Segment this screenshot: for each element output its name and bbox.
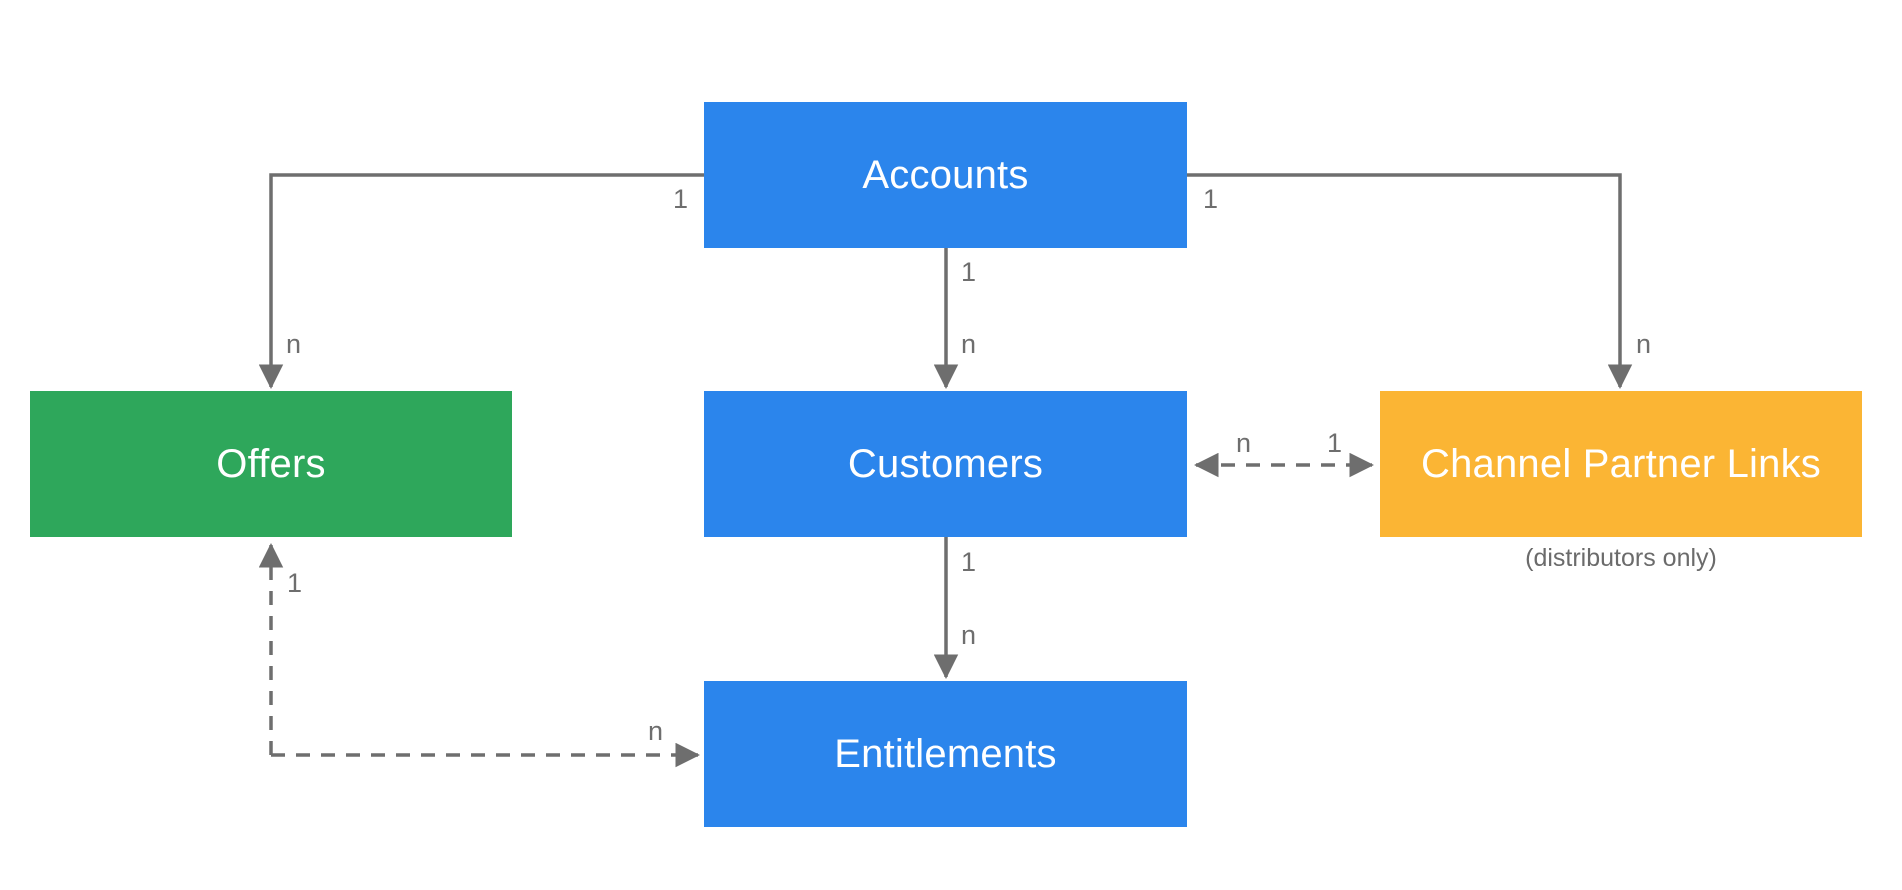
edge-label-customers-entitlements-many: n [961,620,977,650]
edge-accounts-cplinks [1187,173,1633,389]
node-entitlements[interactable]: Entitlements [704,681,1187,827]
node-accounts[interactable]: Accounts [704,102,1187,248]
node-offers[interactable]: Offers [30,391,512,537]
node-channel-partner-links-label: Channel Partner Links [1421,442,1821,486]
edge-label-accounts-offers-many: n [286,329,302,359]
node-customers-label: Customers [847,442,1044,486]
edge-accounts-offers [258,173,704,389]
edge-label-accounts-customers-many: n [961,329,977,359]
edge-label-accounts-cplinks-many: n [1636,329,1652,359]
node-entitlements-label: Entitlements [834,732,1057,776]
edge-label-customers-cplinks-one: 1 [1327,428,1343,458]
edge-label-accounts-cplinks-one: 1 [1203,184,1219,214]
edge-label-offers-entitlements-many: n [648,716,664,746]
edge-label-accounts-offers-one: 1 [673,184,689,214]
node-customers[interactable]: Customers [704,391,1187,537]
edge-label-accounts-customers-one: 1 [961,257,977,287]
edge-label-customers-cplinks-many: n [1236,428,1252,458]
edge-label-customers-entitlements-one: 1 [961,547,977,577]
edge-label-offers-entitlements-one: 1 [287,568,303,598]
node-accounts-label: Accounts [862,153,1029,197]
node-offers-label: Offers [216,442,326,486]
node-channel-partner-links-caption: (distributors only) [1525,544,1717,572]
node-channel-partner-links[interactable]: Channel Partner Links [1380,391,1862,537]
